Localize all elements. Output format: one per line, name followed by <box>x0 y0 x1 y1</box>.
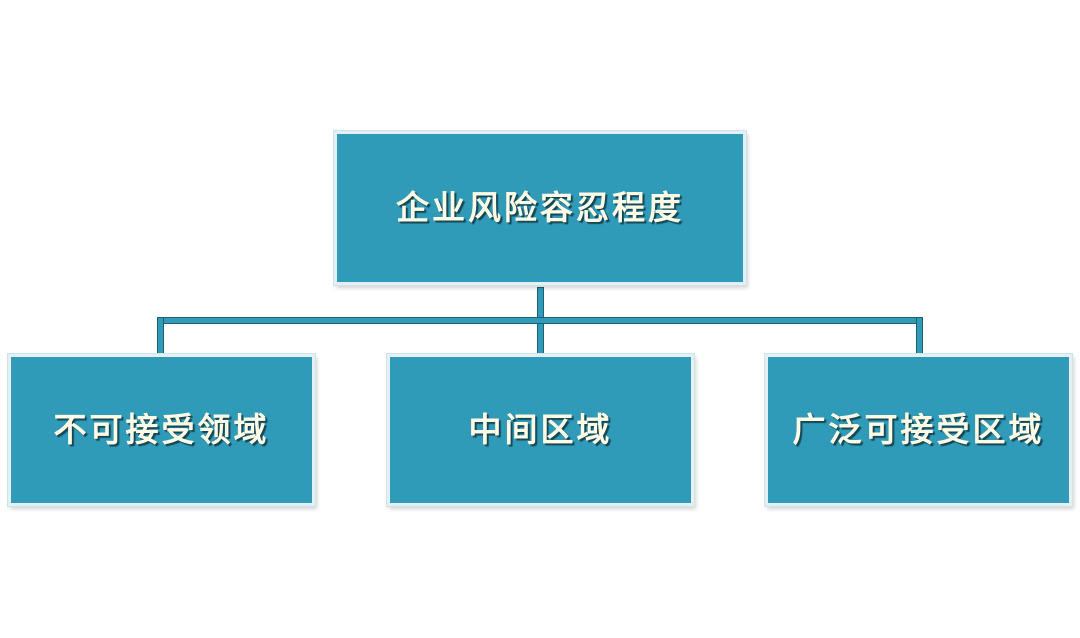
child-node-acceptable: 广泛可接受区域 <box>765 354 1072 506</box>
child-node-label: 广泛可接受区域 <box>792 410 1045 449</box>
connector-drop-right <box>916 317 923 356</box>
child-node-label: 中间区域 <box>468 410 613 449</box>
root-node-label: 企业风险容忍程度 <box>396 188 684 227</box>
child-node-unacceptable: 不可接受领域 <box>8 354 315 506</box>
connector-horizontal-bar <box>157 317 923 324</box>
child-node-label: 不可接受领域 <box>53 410 270 449</box>
connector-drop-left <box>157 317 164 356</box>
root-node: 企业风险容忍程度 <box>334 131 746 285</box>
child-node-middle: 中间区域 <box>387 354 694 506</box>
